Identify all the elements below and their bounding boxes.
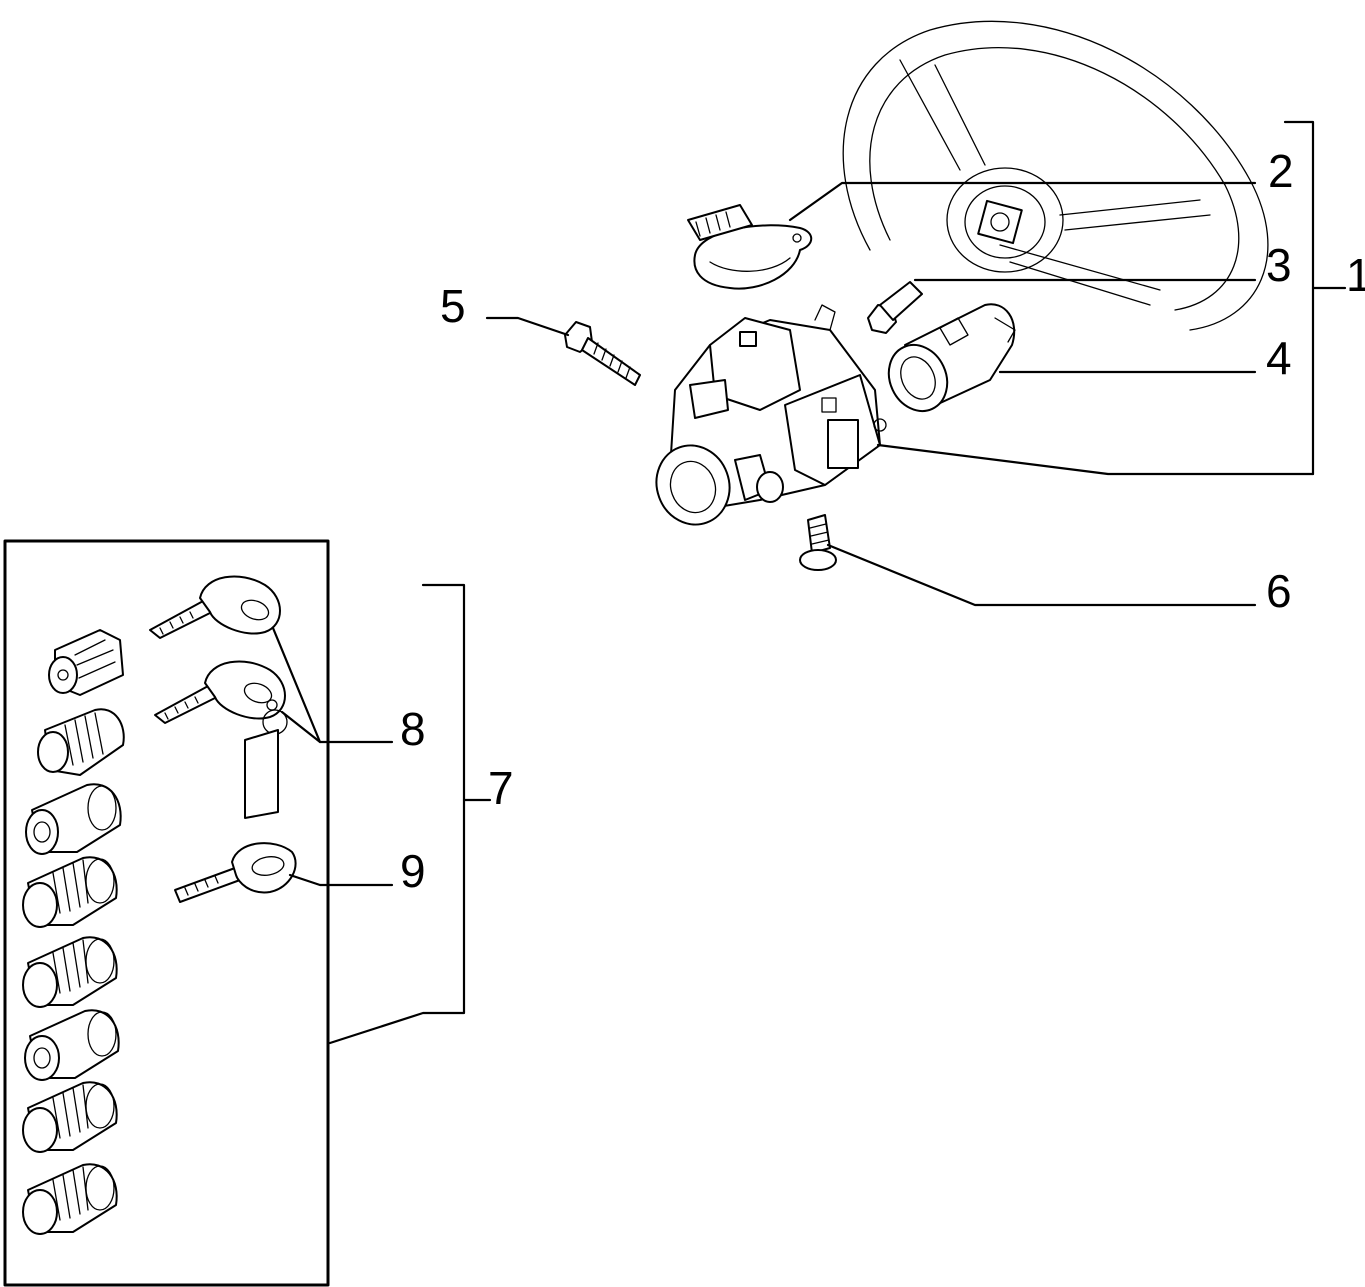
bracket-1 bbox=[1283, 120, 1315, 476]
key-9 bbox=[174, 842, 297, 903]
callout-5: 5 bbox=[440, 280, 466, 332]
callout-2: 2 bbox=[1268, 145, 1294, 197]
lock-cylinder bbox=[22, 1081, 118, 1153]
leader-1-body bbox=[876, 443, 1315, 476]
lock-cylinder bbox=[22, 856, 118, 928]
lock-cylinder bbox=[25, 783, 122, 855]
bolt-part-6 bbox=[799, 514, 837, 571]
callout-labels: 1 2 3 4 5 6 7 8 9 bbox=[400, 145, 1365, 897]
cylinder-housing-part bbox=[887, 303, 1016, 413]
lock-cylinder bbox=[24, 1009, 120, 1081]
steering-wheel bbox=[842, 20, 1269, 331]
sensor-ring-part bbox=[687, 204, 813, 290]
callout-4: 4 bbox=[1266, 332, 1292, 384]
lock-cylinders bbox=[22, 629, 125, 1235]
callout-3: 3 bbox=[1266, 239, 1292, 291]
callout-1: 1 bbox=[1346, 249, 1365, 301]
screw-part-5 bbox=[564, 321, 641, 386]
key-8b bbox=[154, 660, 288, 819]
bolt-part-3 bbox=[867, 281, 923, 334]
leader-8b bbox=[280, 710, 322, 744]
lock-cylinder bbox=[48, 629, 124, 696]
callout-6: 6 bbox=[1266, 565, 1292, 617]
lock-cylinder bbox=[22, 1163, 118, 1235]
leader-9 bbox=[288, 873, 394, 887]
bracket-7 bbox=[328, 583, 466, 1045]
leader-8 bbox=[271, 626, 394, 744]
leader-6 bbox=[826, 543, 1257, 607]
ignition-switch-body bbox=[655, 304, 887, 526]
callout-9: 9 bbox=[400, 845, 426, 897]
callout-7: 7 bbox=[488, 762, 514, 814]
leader-2 bbox=[788, 181, 1257, 222]
leader-lines bbox=[271, 120, 1347, 1045]
callout-8: 8 bbox=[400, 703, 426, 755]
lock-cylinder bbox=[37, 708, 125, 776]
key-8a bbox=[149, 575, 281, 639]
lock-cylinder bbox=[22, 936, 118, 1008]
lock-set-frame bbox=[3, 539, 330, 1287]
leader-5 bbox=[485, 316, 570, 337]
